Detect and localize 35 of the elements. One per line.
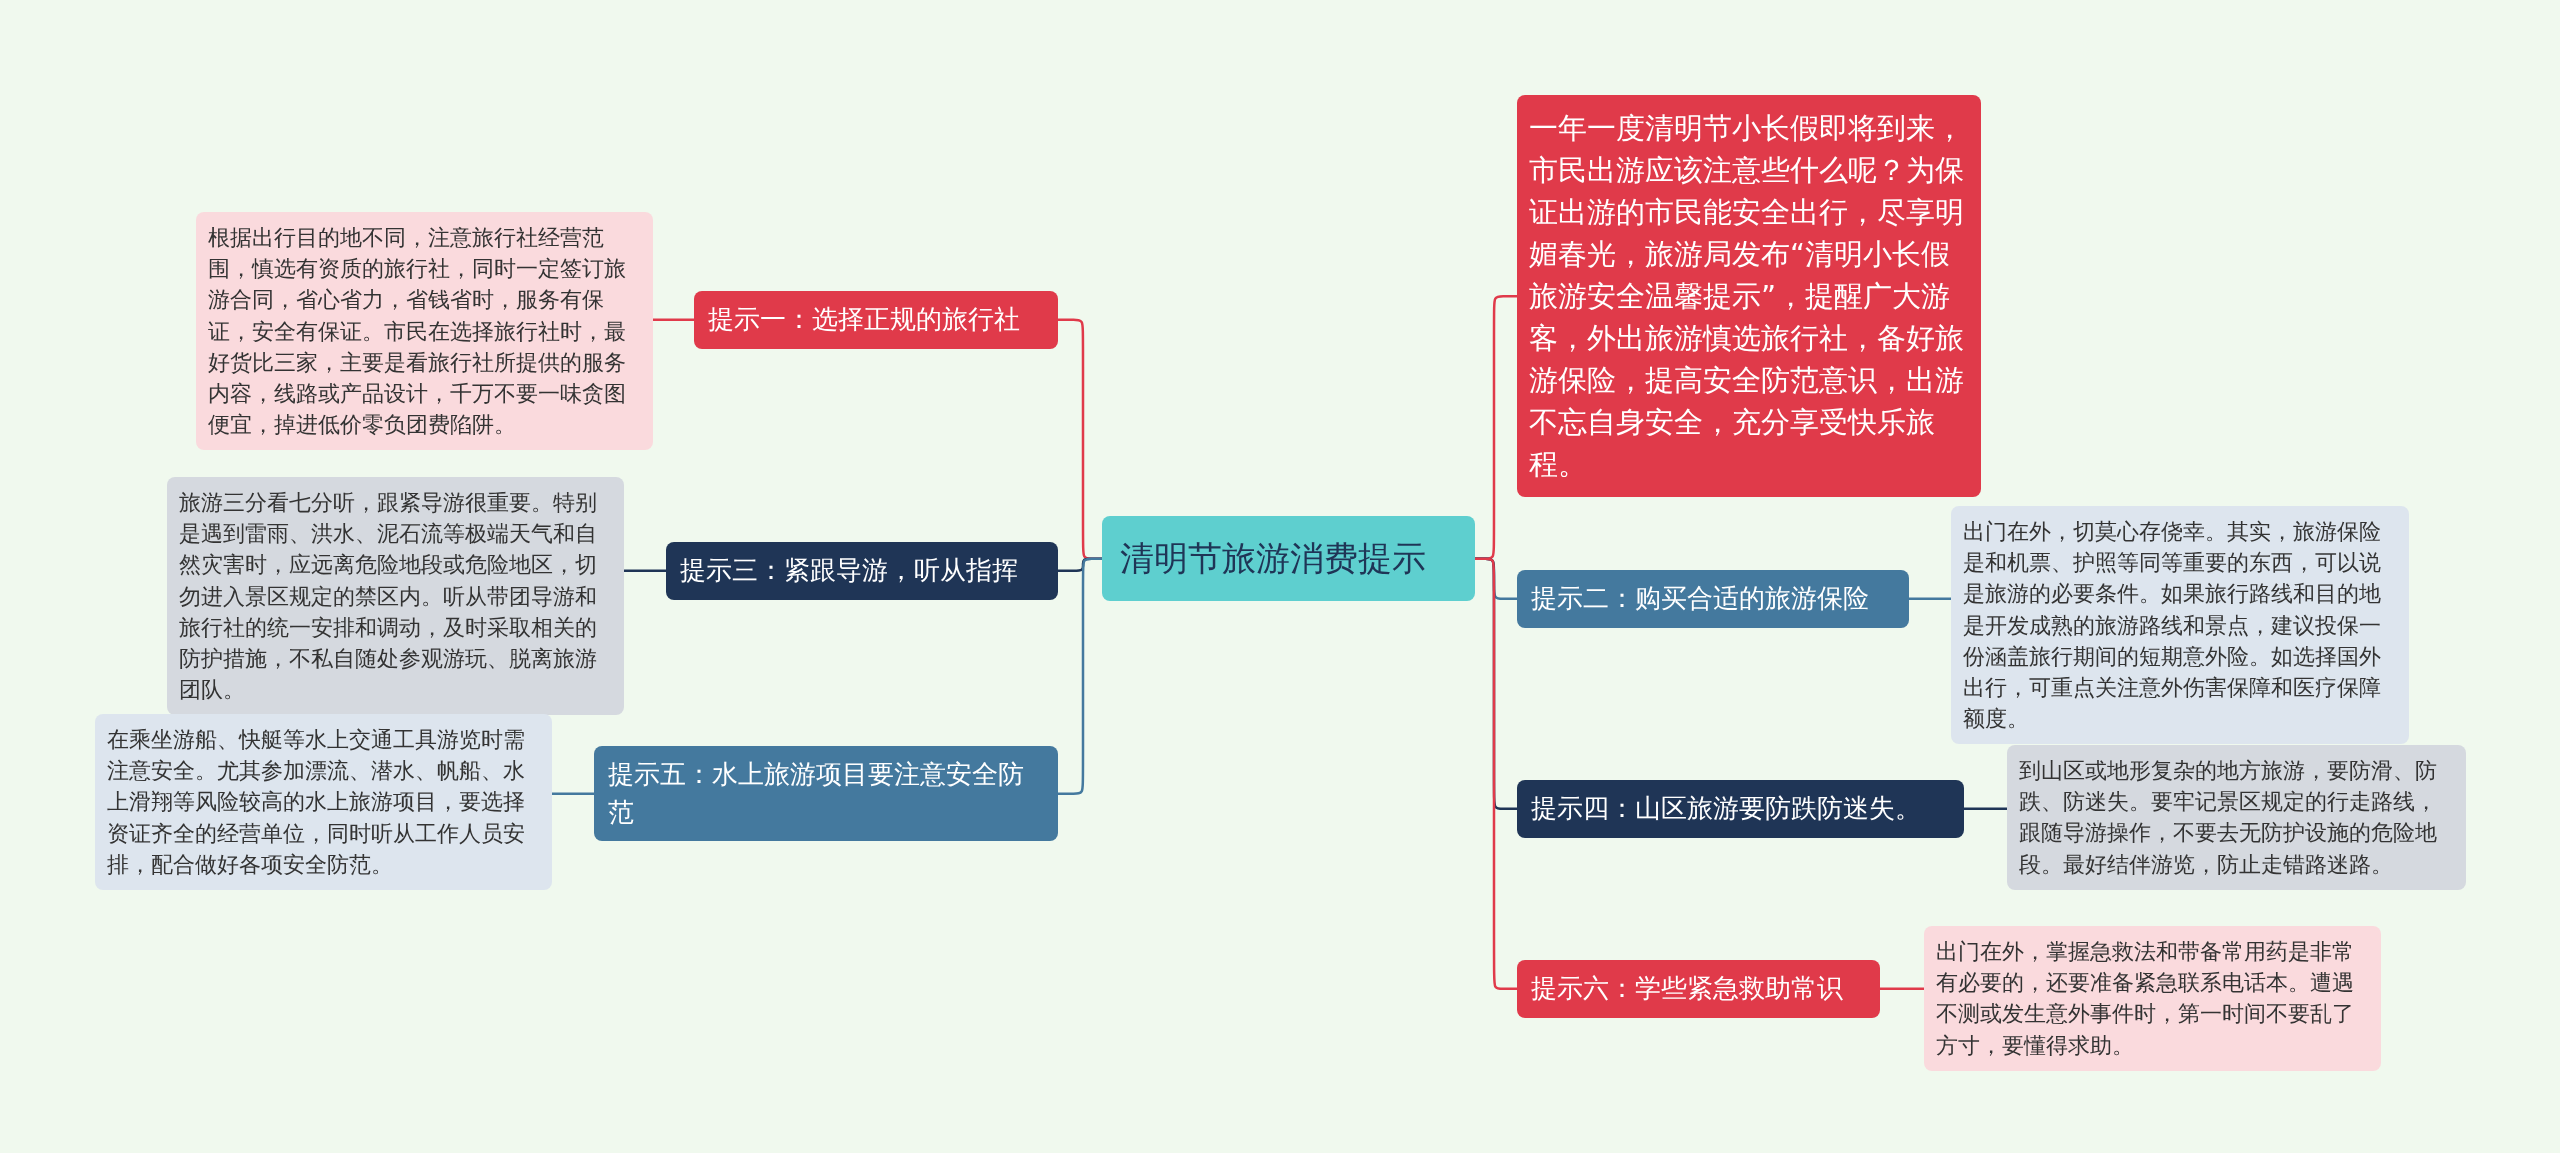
topic-text: 提示四：山区旅游要防跌防迷失。 <box>1531 792 1922 825</box>
connector-line <box>1880 987 1924 991</box>
connector-line <box>1058 557 1102 795</box>
connector-line <box>1475 557 1517 991</box>
note-box <box>2007 745 2466 890</box>
topic-text: 一年一度清明节小长假即将到来，市民出游应该注意些什么呢？为保证出游的市民能安全出行，尽享明媚春光，旅游局发布“清明小长假旅游安全温馨提示”，提醒广大游客，外出旅游慎选旅行社，备好旅游保险，提高安全防范意识，出游不忘自身安全，充分享受快乐旅程。 <box>1529 110 1965 484</box>
topic-box <box>1517 780 1964 838</box>
topic-box <box>1517 570 1909 628</box>
connector-line <box>1909 597 1951 601</box>
note-box <box>1951 506 2409 745</box>
topic-text: 提示三：紧跟导游，听从指挥 <box>680 554 1019 587</box>
topic-text: 提示二：购买合适的旅游保险 <box>1531 582 1870 615</box>
connector-line <box>1964 807 2007 811</box>
topic-box <box>666 542 1058 600</box>
connector-line <box>552 792 594 795</box>
topic-box <box>694 291 1058 349</box>
note-box <box>167 477 624 716</box>
topic-box <box>594 746 1058 842</box>
topic-text: 出门在外，掌握急救法和带备常用药是非常有必要的，还要准备紧急联系电话本。遭遇不测或发生意外事件时，第一时间不要乱了方寸，要懂得求助。 <box>1936 938 2355 1060</box>
central-topic <box>1102 516 1475 602</box>
topic-text: 提示一：选择正规的旅行社 <box>708 303 1021 336</box>
note-box <box>95 714 552 890</box>
topic-text: 在乘坐游船、快艇等水上交通工具游览时需注意安全。尤其参加漂流、潜水、帆船、水上滑翔等风险较高的水上旅游项目，要选择资证齐全的经营单位，同时听从工作人员安排，配合做好各项安全防范。 <box>107 726 526 879</box>
topic-text: 到山区或地形复杂的地方旅游，要防滑、防跌、防迷失。要牢记景区规定的行走路线，跟随导游操作，不要去无防护设施的危险地段。最好结伴游览，防止走错路迷路。 <box>2019 757 2438 879</box>
topic-text: 出门在外，切莫心存侥幸。其实，旅游保险是和机票、护照等同等重要的东西，可以说是旅游的必要条件。如果旅行路线和目的地是开发成熟的旅游路线和景点，建议投保一份涵盖旅行期间的短期意外险。如选择国外出行，可重点关注意外伤害保障和医疗保障额度。 <box>1963 518 2382 734</box>
note-box <box>1924 926 2381 1071</box>
topic-text: 根据出行目的地不同，注意旅行社经营范围，慎选有资质的旅行社，同时一定签订旅游合同，省心省力，省钱省时，服务有保证，安全有保证。市民在选择旅行社时，最好货比三家，主要是看旅行社所提供的服务内容，线路或产品设计，千万不要一味贪图便宜，掉进低价零负团费陷阱。 <box>208 224 627 440</box>
topic-title: 清明节旅游消费提示 <box>1120 537 1427 580</box>
topic-box <box>1517 960 1880 1018</box>
note-box <box>196 212 653 451</box>
topic-text: 提示五：水上旅游项目要注意安全防范 <box>608 758 1025 829</box>
topic-text: 旅游三分看七分听，跟紧导游很重要。特别是遇到雷雨、洪水、泥石流等极端天气和自然灾害时，应远离危险地段或危险地区，切勿进入景区规定的禁区内。听从带团导游和旅行社的统一安排和调动，及时采取相关的防护措施，不私自随处参观游玩、脱离旅游团队。 <box>179 489 598 705</box>
connector-line <box>624 569 666 573</box>
connector-line <box>653 318 694 322</box>
topic-text: 提示六：学些紧急救助常识 <box>1531 972 1844 1005</box>
